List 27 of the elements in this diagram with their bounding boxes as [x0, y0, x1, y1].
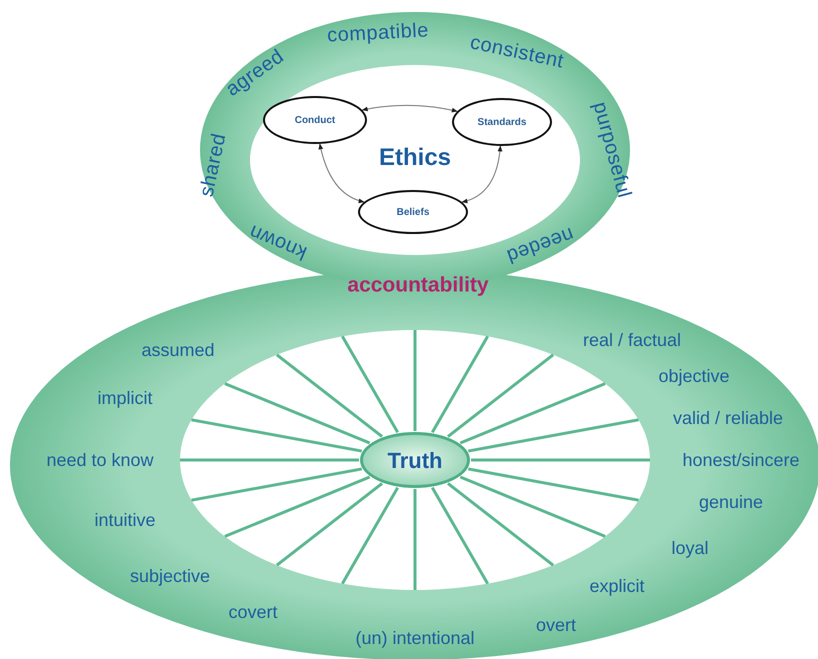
ring-word: (un) intentional: [355, 629, 475, 647]
arrow: [462, 145, 502, 204]
ring-word: overt: [536, 616, 576, 634]
ring-word: loyal: [671, 539, 709, 557]
ring-word: explicit: [589, 577, 645, 595]
ring-word: honest/sincere: [682, 451, 800, 469]
ring-word: genuine: [698, 493, 764, 511]
ring-word: shared: [196, 132, 230, 198]
center-ellipse: Truth: [360, 432, 470, 488]
concept-ellipse: Beliefs: [358, 190, 468, 234]
arrow: [362, 104, 458, 112]
concept-ellipse: Conduct: [263, 96, 367, 144]
ring-word: implicit: [98, 389, 152, 407]
center-word: accountability: [347, 274, 489, 296]
ring-word: intuitive: [94, 511, 156, 529]
ring-word: need to know: [46, 451, 154, 469]
center-title: Ethics: [378, 146, 452, 170]
ring-word: compatible: [326, 20, 430, 46]
ring-word: consistent: [468, 32, 566, 72]
ring-word: objective: [658, 367, 730, 385]
ring-word: real / factual: [582, 331, 682, 349]
ring-word: assumed: [141, 341, 215, 359]
concept-ellipse: Standards: [452, 98, 552, 146]
ring-word: subjective: [130, 567, 210, 585]
arrow: [318, 143, 365, 203]
ring-word: valid / reliable: [672, 409, 784, 427]
ring-word: covert: [228, 603, 278, 621]
